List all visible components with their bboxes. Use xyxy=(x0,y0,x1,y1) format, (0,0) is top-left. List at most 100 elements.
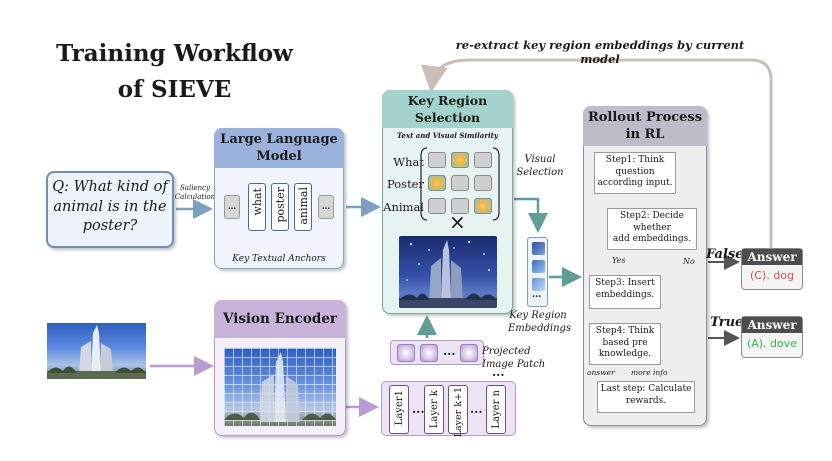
row-label-what: What xyxy=(393,155,424,169)
rollout-title-line-1: Rollout Process xyxy=(587,110,703,125)
similarity-cell-highlight xyxy=(428,175,446,191)
krs-title-line-2: Selection xyxy=(414,110,481,125)
layer-n-label: Layer n xyxy=(491,390,502,429)
rollout-title-line-2: in RL xyxy=(625,127,665,142)
saliency-label: Saliency Calculation xyxy=(172,184,218,202)
layer-1-label: Layer1 xyxy=(394,390,405,426)
layer-1: Layer1 xyxy=(389,385,409,434)
embedding-patch xyxy=(532,242,545,255)
visual-selection-line-1: Visual xyxy=(524,154,556,165)
false-label: False xyxy=(706,247,744,262)
reextract-caption: re-extract key region embeddings by curr… xyxy=(455,38,745,66)
answer-branch-label: answer xyxy=(587,368,615,377)
embedding-patch xyxy=(532,260,545,273)
token-animal-text: animal xyxy=(297,187,310,225)
saliency-line-2: Calculation xyxy=(174,193,216,201)
yes-label: Yes xyxy=(612,256,626,265)
key-region-selection-header: Key Region Selection xyxy=(382,90,513,128)
visual-selection-label: Visual Selection xyxy=(513,153,567,179)
rollout-last-step: Last step: Calculate rewards. xyxy=(597,381,695,413)
patch-ellipsis: ... xyxy=(443,344,456,358)
poster-image xyxy=(399,236,497,308)
embedding-ellipsis: ... xyxy=(532,290,542,300)
layers-extra-ellipsis: ... xyxy=(492,365,505,379)
layer-k-label: Layer k xyxy=(429,390,440,429)
projected-image-patch-label: Projected Image Patch xyxy=(482,345,572,371)
rollout-step-2: Step2: Decide whether add embeddings. xyxy=(607,208,697,250)
arrow-feedback-loop xyxy=(420,58,773,246)
layer-k: Layer k xyxy=(424,385,444,434)
last-step-line-2: rewards. xyxy=(625,395,667,406)
multiply-icon: × xyxy=(449,210,466,234)
false-answer-box: Answer (C). dog xyxy=(741,248,803,290)
step-3-line-1: Step3: Insert xyxy=(595,278,655,288)
token-what: what xyxy=(248,183,266,231)
similarity-cell xyxy=(428,152,446,168)
kre-line-2: Embeddings xyxy=(508,323,572,334)
step-4-line-2: based pre xyxy=(602,337,648,348)
similarity-cell xyxy=(428,198,446,214)
krs-title-line-1: Key Region xyxy=(407,93,488,108)
embedding-patch xyxy=(532,278,545,291)
similarity-cell xyxy=(451,198,469,214)
step-1-line-1: Step1: Think xyxy=(605,155,665,165)
last-step-line-1: Last step: Calculate xyxy=(600,384,692,394)
step-1-line-3: according input. xyxy=(597,178,673,188)
rollout-step-3: Step3: Insert embeddings. xyxy=(589,275,661,309)
token-what-text: what xyxy=(251,188,264,216)
llm-title-line-2: Model xyxy=(256,149,302,164)
answer-header: Answer xyxy=(742,317,802,333)
kre-line-1: Key Region xyxy=(509,310,567,321)
church-illustration-patched xyxy=(224,352,336,422)
similarity-cell-highlight xyxy=(451,152,469,168)
projected-patch-row: ... xyxy=(390,340,484,365)
rollout-process-header: Rollout Process in RL xyxy=(583,106,707,146)
input-image xyxy=(47,323,146,379)
token-animal: animal xyxy=(294,183,312,231)
similarity-matrix-brackets xyxy=(420,147,500,221)
projected-patch xyxy=(397,344,415,362)
token-ellipsis-right: ... xyxy=(318,195,334,219)
church-illustration xyxy=(47,325,146,379)
similarity-cell xyxy=(474,152,492,168)
step-3-line-2: embeddings. xyxy=(595,289,655,300)
visual-selection-line-2: Selection xyxy=(516,167,564,178)
rollout-step-1: Step1: Think question according input. xyxy=(594,152,676,194)
saliency-line-1: Saliency xyxy=(180,184,210,192)
projected-patch xyxy=(420,344,438,362)
layer-ellipsis: ... xyxy=(412,402,425,416)
patched-image xyxy=(224,348,336,426)
token-poster: poster xyxy=(271,183,289,231)
title-line-2: of SIEVE xyxy=(117,76,232,103)
llm-title-line-1: Large Language xyxy=(220,132,338,147)
title-line-1: Training Workflow xyxy=(56,40,293,67)
encoder-layers: Layer1 ... Layer k Layer k+1 ... Layer n xyxy=(381,381,516,437)
diagram-title: Training Workflow of SIEVE xyxy=(52,36,297,108)
step-2-line-2: whether xyxy=(633,222,671,233)
similarity-subtitle: Text and Visual Similarity xyxy=(397,131,498,140)
step-2-line-1: Step2: Decide xyxy=(619,211,685,221)
no-label: No xyxy=(683,257,695,266)
token-ellipsis-left: ... xyxy=(224,195,240,219)
true-answer-box: Answer (A). dove xyxy=(741,316,803,358)
key-region-embeddings-column: ... xyxy=(527,237,548,307)
projected-line-1: Projected xyxy=(482,346,531,357)
step-2-line-3: add embeddings. xyxy=(612,234,692,244)
vision-encoder-header: Vision Encoder xyxy=(214,300,346,338)
step-4-line-1: Step4: Think xyxy=(595,326,655,336)
answer-header: Answer xyxy=(742,249,802,265)
false-answer-value: (C). dog xyxy=(750,269,794,282)
layer-ellipsis: ... xyxy=(470,402,483,416)
step-1-line-2: question xyxy=(615,166,655,177)
layer-n: Layer n xyxy=(486,385,506,434)
similarity-cell xyxy=(451,175,469,191)
true-answer-value: (A). dove xyxy=(746,337,798,350)
key-region-embeddings-label: Key Region Embeddings xyxy=(508,309,572,335)
church-illustration-dark xyxy=(399,240,497,308)
similarity-cell-highlight xyxy=(474,198,492,214)
similarity-cell xyxy=(474,175,492,191)
rollout-step-4: Step4: Think based pre knowledge. xyxy=(589,323,661,365)
row-label-poster: Poster xyxy=(386,177,424,191)
step-4-line-3: knowledge. xyxy=(598,349,652,359)
key-textual-anchors-caption: Key Textual Anchors xyxy=(232,254,326,264)
